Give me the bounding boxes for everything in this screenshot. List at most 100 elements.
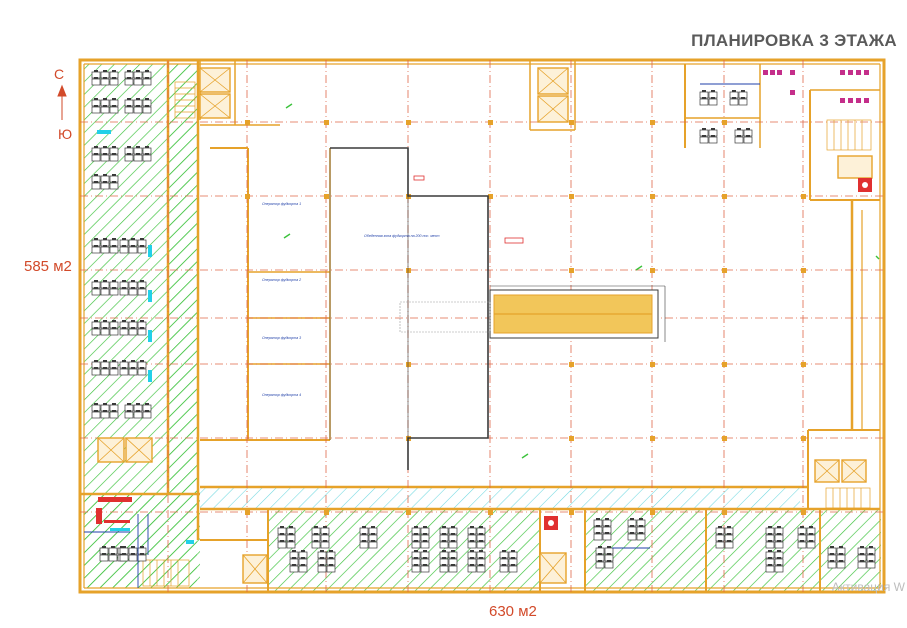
desk xyxy=(636,533,646,541)
chair xyxy=(112,181,116,183)
desk xyxy=(277,541,287,549)
cyan-accents xyxy=(97,130,194,544)
desk xyxy=(289,565,299,573)
chair xyxy=(280,526,284,528)
chair xyxy=(830,560,834,562)
chair xyxy=(94,98,98,100)
chair xyxy=(502,557,506,559)
chair xyxy=(423,557,427,559)
chair xyxy=(131,245,135,247)
chair xyxy=(140,287,144,289)
desk xyxy=(137,554,147,562)
desk xyxy=(124,106,134,114)
chair xyxy=(727,533,731,535)
chair xyxy=(768,526,772,528)
chair xyxy=(639,518,643,520)
desk xyxy=(467,565,477,573)
chair xyxy=(131,287,135,289)
desk xyxy=(448,541,458,549)
chair xyxy=(329,557,333,559)
chair xyxy=(737,128,741,130)
chair xyxy=(737,135,741,137)
chair xyxy=(809,533,813,535)
chair xyxy=(131,327,135,329)
desk xyxy=(359,541,369,549)
chair xyxy=(145,410,149,412)
chair xyxy=(320,564,324,566)
chair xyxy=(869,546,873,548)
chair xyxy=(94,238,98,240)
desk xyxy=(91,288,101,296)
chair xyxy=(112,77,116,79)
desk xyxy=(774,565,784,573)
chair xyxy=(777,540,781,542)
chair xyxy=(280,533,284,535)
chair xyxy=(442,533,446,535)
desk xyxy=(595,561,605,569)
office-zone-south-3 xyxy=(706,509,881,592)
desk xyxy=(724,541,734,549)
chair xyxy=(140,546,144,548)
chair xyxy=(94,77,98,79)
chair xyxy=(598,546,602,548)
chair xyxy=(136,410,140,412)
chair xyxy=(140,280,144,282)
desk xyxy=(602,533,612,541)
desk xyxy=(137,328,147,336)
chair xyxy=(127,146,131,148)
desk xyxy=(708,136,718,144)
chair xyxy=(131,360,135,362)
chair xyxy=(414,564,418,566)
chair xyxy=(711,128,715,130)
chair xyxy=(140,245,144,247)
chair xyxy=(511,550,515,552)
chair xyxy=(102,553,106,555)
desk xyxy=(448,565,458,573)
office-zone-south xyxy=(268,509,540,592)
chair xyxy=(741,97,745,99)
chair xyxy=(122,546,126,548)
desk xyxy=(100,78,110,86)
chair xyxy=(479,540,483,542)
chair xyxy=(607,546,611,548)
chair xyxy=(112,280,116,282)
chair xyxy=(777,526,781,528)
chair xyxy=(112,98,116,100)
chair xyxy=(127,98,131,100)
chair xyxy=(94,146,98,148)
chair xyxy=(112,70,116,72)
wc-fixtures xyxy=(763,70,869,103)
chair xyxy=(94,360,98,362)
chair xyxy=(145,403,149,405)
chair xyxy=(809,540,813,542)
desk xyxy=(627,533,637,541)
chair xyxy=(131,280,135,282)
desk xyxy=(708,98,718,106)
chair xyxy=(711,90,715,92)
chair xyxy=(103,360,107,362)
chair xyxy=(94,403,98,405)
chair xyxy=(103,287,107,289)
desk xyxy=(774,541,784,549)
desk xyxy=(326,565,336,573)
chair xyxy=(869,560,873,562)
desk xyxy=(866,561,876,569)
chair xyxy=(94,153,98,155)
chair xyxy=(598,560,602,562)
chair xyxy=(103,327,107,329)
chair xyxy=(131,320,135,322)
desk xyxy=(411,541,421,549)
chair xyxy=(122,238,126,240)
chair xyxy=(830,553,834,555)
chair xyxy=(479,533,483,535)
chair xyxy=(94,245,98,247)
desk xyxy=(298,565,308,573)
chair xyxy=(800,533,804,535)
chair xyxy=(768,557,772,559)
chair xyxy=(145,77,149,79)
desk xyxy=(91,368,101,376)
chair xyxy=(94,280,98,282)
chair xyxy=(839,546,843,548)
chair xyxy=(362,526,366,528)
desk xyxy=(743,136,753,144)
